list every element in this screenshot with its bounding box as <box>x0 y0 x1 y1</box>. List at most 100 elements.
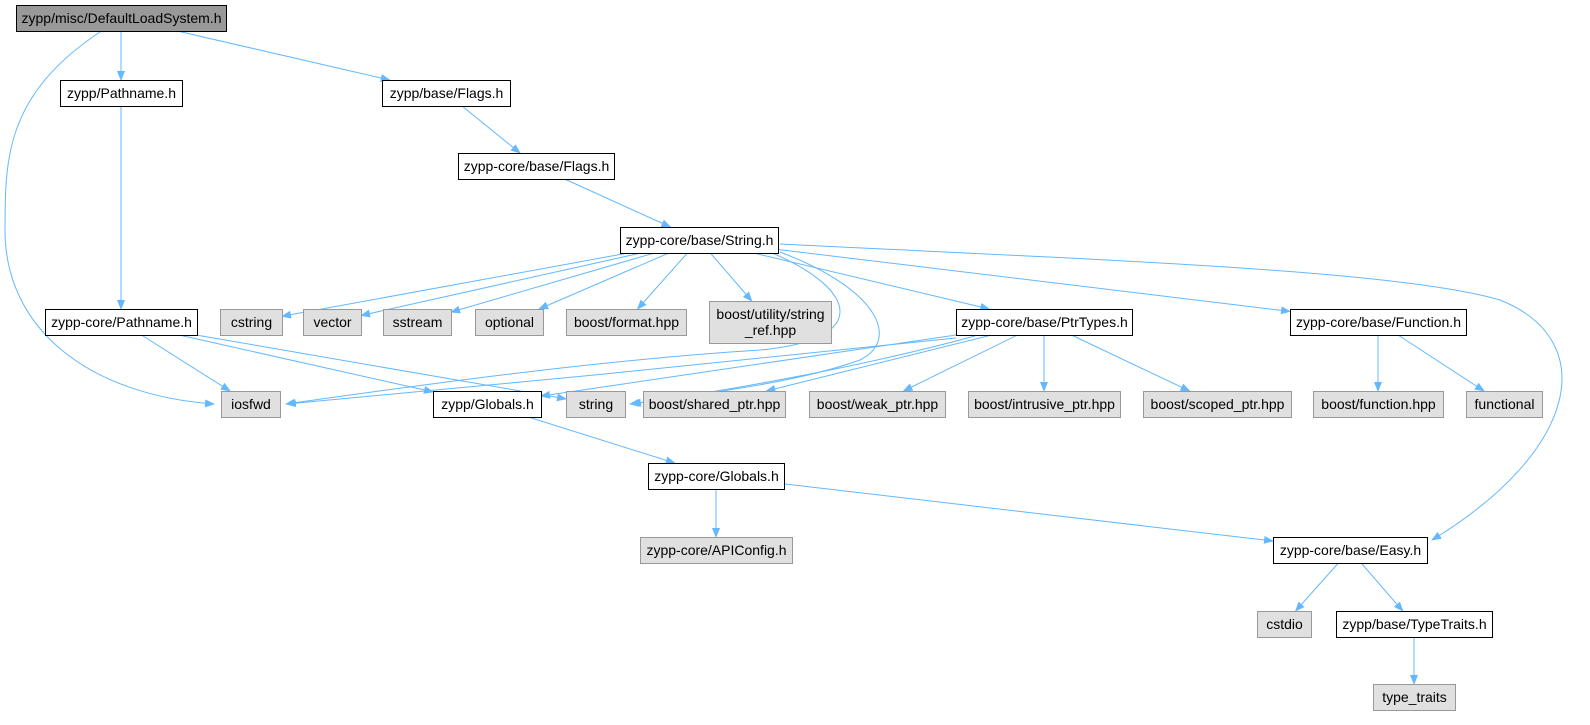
node-core-string[interactable]: zypp-core/base/String.h <box>620 227 779 254</box>
node-label: boost/utility/string <box>716 306 824 322</box>
node-zypp-typetraits[interactable]: zypp/base/TypeTraits.h <box>1336 611 1493 638</box>
node-label: boost/format.hpp <box>574 314 679 330</box>
edge-core_pathname-to-iosfwd <box>141 334 231 392</box>
edge-core_function-to-functional <box>1397 334 1485 392</box>
node-boost-intrusive: boost/intrusive_ptr.hpp <box>968 391 1121 418</box>
node-boost-scoped: boost/scoped_ptr.hpp <box>1143 391 1292 418</box>
edge-core_string-to-core_function <box>777 249 1291 315</box>
node-box <box>1273 537 1428 564</box>
node-box <box>809 391 946 418</box>
node-label: _ref.hpp <box>744 322 797 338</box>
node-iosfwd: iosfwd <box>221 391 281 418</box>
node-label: zypp-core/base/String.h <box>626 232 774 248</box>
node-root[interactable]: zypp/misc/DefaultLoadSystem.h <box>16 5 227 32</box>
node-label: zypp/base/Flags.h <box>390 85 504 101</box>
node-sstream: sstream <box>383 309 452 336</box>
node-core-function[interactable]: zypp-core/base/Function.h <box>1290 309 1467 336</box>
node-box <box>1290 309 1467 336</box>
node-label: sstream <box>393 314 443 330</box>
node-functional: functional <box>1466 391 1543 418</box>
node-box <box>1143 391 1292 418</box>
node-label: zypp-core/base/Function.h <box>1296 314 1461 330</box>
node-label: cstring <box>231 314 272 330</box>
node-box <box>433 391 542 418</box>
node-boost-weak: boost/weak_ptr.hpp <box>809 391 946 418</box>
node-core-pathname[interactable]: zypp-core/Pathname.h <box>45 309 198 336</box>
edge-core_pathname-to-zypp_globals <box>178 334 434 394</box>
node-label: boost/weak_ptr.hpp <box>817 396 939 412</box>
edge-core_ptrtypes-to-zypp_globals <box>540 334 957 399</box>
node-box <box>475 309 544 336</box>
node-core-ptrtypes[interactable]: zypp-core/base/PtrTypes.h <box>956 309 1133 336</box>
node-box <box>566 391 626 418</box>
edge-core_string-to-iosfwd <box>285 251 841 407</box>
node-label: zypp/Globals.h <box>441 396 534 412</box>
node-box <box>640 537 793 564</box>
node-boost-string-ref: boost/utility/string_ref.hpp <box>709 301 832 344</box>
edge-core_string-to-vector <box>360 252 641 318</box>
node-string: string <box>566 391 626 418</box>
node-box <box>643 391 786 418</box>
node-box <box>16 5 227 32</box>
edge-core_ptrtypes-to-boost_scoped <box>1071 334 1191 392</box>
edge-core_string-to-boost_string_ref <box>709 252 753 302</box>
node-box <box>566 309 687 336</box>
node-core-globals[interactable]: zypp-core/Globals.h <box>648 463 785 490</box>
edges-layer <box>4 30 1563 685</box>
edge-root-to-zypp_flags <box>177 30 391 82</box>
node-box <box>968 391 1121 418</box>
node-box <box>709 301 832 344</box>
node-box <box>1336 611 1493 638</box>
edge-core_flags-to-core_string <box>564 178 672 228</box>
node-label: zypp-core/Pathname.h <box>51 314 192 330</box>
node-label: type_traits <box>1382 689 1447 705</box>
node-box <box>1257 611 1312 638</box>
edge-core_string-to-cstring <box>281 252 629 319</box>
node-zypp-globals[interactable]: zypp/Globals.h <box>433 391 542 418</box>
node-cstring: cstring <box>220 309 283 336</box>
node-label: zypp-core/base/Flags.h <box>464 158 610 174</box>
node-zypp-pathname[interactable]: zypp/Pathname.h <box>60 80 183 107</box>
node-box <box>45 309 198 336</box>
node-core-flags[interactable]: zypp-core/base/Flags.h <box>458 153 615 180</box>
node-label: optional <box>485 314 534 330</box>
node-label: boost/scoped_ptr.hpp <box>1151 396 1285 412</box>
node-label: functional <box>1475 396 1535 412</box>
node-core-easy[interactable]: zypp-core/base/Easy.h <box>1273 537 1428 564</box>
node-label: zypp/Pathname.h <box>67 85 176 101</box>
node-label: vector <box>313 314 351 330</box>
node-optional: optional <box>475 309 544 336</box>
node-label: boost/shared_ptr.hpp <box>649 396 781 412</box>
node-box <box>220 309 283 336</box>
node-box <box>648 463 785 490</box>
node-box <box>1313 391 1444 418</box>
node-core-apiconfig: zypp-core/APIConfig.h <box>640 537 793 564</box>
edge-core_string-to-optional <box>538 252 670 310</box>
edge-core_string-to-core_easy <box>779 243 1563 541</box>
node-label: zypp-core/Globals.h <box>654 468 779 484</box>
node-label: boost/intrusive_ptr.hpp <box>974 396 1115 412</box>
nodes-layer: zypp/misc/DefaultLoadSystem.h zypp/Pathna… <box>16 5 1543 711</box>
node-box <box>1466 391 1543 418</box>
edge-root-to-iosfwd <box>4 31 215 408</box>
edge-core_easy-to-cstdio <box>1294 562 1339 612</box>
node-box <box>620 227 779 254</box>
edge-core_globals-to-core_easy <box>783 483 1274 544</box>
node-label: zypp-core/base/PtrTypes.h <box>961 314 1128 330</box>
edge-core_string-to-core_ptrtypes <box>753 252 991 311</box>
edge-zypp_flags-to-core_flags <box>461 105 521 154</box>
node-box <box>382 80 511 107</box>
edge-core_easy-to-zypp_typetraits <box>1360 562 1404 612</box>
edge-core_ptrtypes-to-boost_weak <box>902 334 1018 392</box>
node-boost-format: boost/format.hpp <box>566 309 687 336</box>
node-zypp-flags[interactable]: zypp/base/Flags.h <box>382 80 511 107</box>
node-type-traits: type_traits <box>1373 684 1456 711</box>
node-box <box>303 309 362 336</box>
node-label: zypp/misc/DefaultLoadSystem.h <box>22 10 222 26</box>
edge-core_pathname-to-string <box>196 334 567 402</box>
node-label: zypp/base/TypeTraits.h <box>1342 616 1486 632</box>
node-cstdio: cstdio <box>1257 611 1312 638</box>
node-label: zypp-core/APIConfig.h <box>646 542 786 558</box>
node-label: string <box>579 396 613 412</box>
